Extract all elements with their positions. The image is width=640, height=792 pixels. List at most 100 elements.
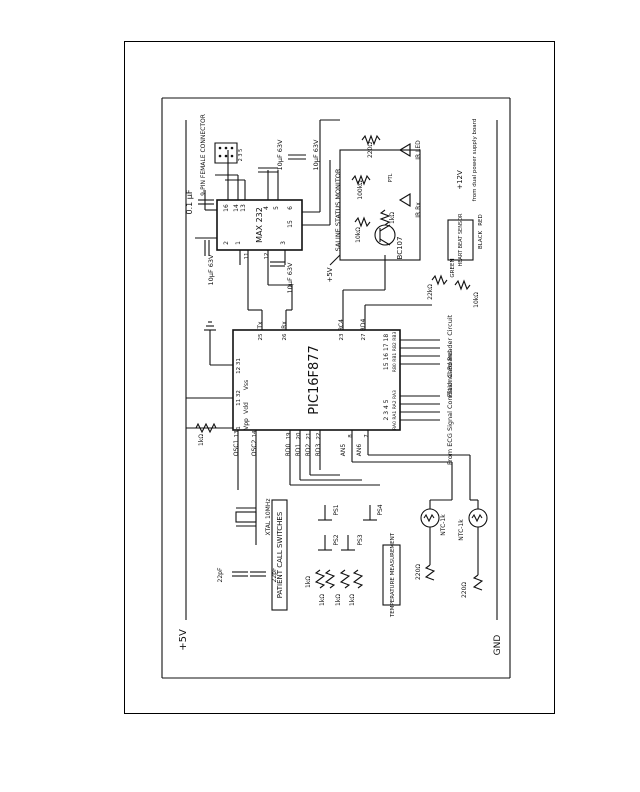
max232-wires (195, 119, 340, 265)
switch-ps2-label: PS2 (333, 534, 340, 545)
mcu-pin-vpp: Vpp (243, 418, 250, 430)
switch-ps1-label: PS1 (333, 504, 340, 515)
mcu-pin-11-32: 11 32 (236, 390, 242, 406)
supply-12v-note: from dual power supply board (472, 119, 478, 202)
ntc2-label: NTC-1k (458, 519, 465, 541)
mcu-pin-rd1: RD1 (295, 444, 302, 457)
heartbeat-label: HEART BEAT SENSOR (458, 213, 464, 267)
temperature-block: TEMPERATURE MEASUREMENT NTC-1k NTC-1k 22… (382, 499, 488, 618)
resistor-1k-q-label: 1kΩ (389, 212, 396, 224)
mcu-pin-tx: Tx (257, 321, 264, 330)
resistor-22k-label: 22kΩ (427, 284, 434, 300)
capacitor-01uf: 0.1 μF (185, 189, 214, 214)
led-label: IR LED (415, 140, 422, 160)
capacitor-22pf-a: 22pF (217, 567, 248, 582)
heartbeat-wire-green: GREEN (450, 258, 456, 277)
resistor-220-t1-label: 220Ω (415, 564, 422, 580)
mcu-pin-tx-num: 25 (258, 333, 264, 340)
mcu-pin-vss: Vss (243, 380, 250, 390)
mcu-chip: PIC16F877 Vss Vdd Vpp 12 31 11 32 1 Tx 2… (232, 319, 401, 457)
max232-pin-3: 3 (280, 241, 287, 245)
max232-pin-1: 1 (235, 241, 242, 245)
saline-monitor-label: SALINE STATUS MONITOR (334, 168, 342, 251)
switch-ps3: PS3 (341, 534, 364, 551)
transistor-label: BC107 (396, 237, 404, 260)
capacitor-10uf-d: 10μF 63V (288, 139, 320, 170)
max232-pin-4: 4 (263, 206, 270, 210)
db9-connector-pins: 2 3 5 (238, 149, 244, 162)
power-rails (161, 97, 511, 679)
mcu-pin-rd0: RD0 (285, 444, 292, 457)
mcu-pin-1: 1 (236, 426, 242, 430)
max232-pin-13: 13 (240, 204, 247, 212)
mcu-pin-ra-label: RA0 RA1 RA2 RA3 (392, 390, 398, 430)
db9-connector: 2 3 5 9-PIN FEMALE CONNECTOR (200, 114, 244, 196)
resistor-1k-mclr-label: 1kΩ (198, 434, 205, 446)
mcu-pin-rb-nums: 15 16 17 18 (383, 334, 390, 370)
mcu-pin-an5-num: 8 (348, 434, 354, 438)
note-ecg: From ECG Signal Conditional Board (446, 351, 454, 465)
mcu-pin-rd2-num: 21 (306, 433, 312, 440)
max232-part-label: MAX 232 (255, 207, 264, 243)
ntc1-label: NTC-1k (440, 514, 447, 536)
mcu-pin-rb-label: RB0 RB1 RB2 RB3 (392, 332, 398, 373)
heartbeat-sensor: HEART BEAT SENSOR RED GREEN BLACK 22kΩ 1… (427, 119, 484, 308)
capacitor-10uf-b-label: 10μF 63V (286, 262, 294, 293)
mcu-pin-an6-num: 7 (364, 434, 370, 438)
opto-label: PTL (388, 173, 394, 182)
crystal: XTAL 10MHz (235, 498, 272, 536)
capacitor-22pf-b-label: 22pF (271, 567, 278, 582)
mcu-pin-rd3-num: 22 (316, 433, 322, 440)
max232-pin-15: 15 (287, 220, 294, 228)
mcu-pin-rx-num: 26 (282, 333, 288, 340)
resistor-220-t2-label: 220Ω (461, 582, 468, 598)
switch-ps1: PS1 (318, 504, 340, 521)
heartbeat-wire-red: RED (478, 214, 484, 226)
switch-ps3-label: PS3 (357, 534, 364, 545)
ir-rx-label: IR Rx (415, 202, 422, 218)
mcu-part-label: PIC16F877 (307, 345, 322, 415)
capacitor-22pf-a-label: 22pF (217, 567, 224, 582)
mcu-pin-vdd: Vdd (243, 402, 250, 414)
crystal-label: XTAL 10MHz (265, 498, 272, 535)
resistor-1k-a-label: 1kΩ (305, 576, 312, 588)
mcu-pin-rd1-num: 20 (296, 432, 302, 439)
mcu-pin-12-31: 12 31 (236, 358, 242, 374)
mcu-pin-osc2: OSC2 (251, 440, 258, 457)
mcu-pin-rd2: RD2 (305, 444, 312, 457)
supply-5v-left: +5V (178, 629, 189, 651)
max232-pin-5: 5 (273, 206, 280, 210)
resistor-10k-q-label: 10kΩ (355, 227, 362, 243)
capacitor-10uf-d-label: 10μF 63V (312, 139, 320, 170)
max232-pin-12: 12 (264, 253, 270, 260)
mcu-pin-osc1-num: 13 (234, 430, 240, 437)
temperature-block-label: TEMPERATURE MEASUREMENT (390, 532, 396, 618)
resistor-1k-c-label: 1kΩ (335, 594, 342, 606)
mcu-pin-rc4-num: 23 (339, 333, 345, 340)
patient-call-switches: PATIENT CALL SWITCHES PS1 PS2 PS3 PS4 1k… (271, 499, 384, 611)
heartbeat-wire-black: BLACK (478, 231, 484, 249)
resistor-220-led-label: 220Ω (367, 142, 374, 158)
capacitor-10uf-b: 10μF 63V (270, 261, 294, 293)
max232-chip: MAX 232 16 2 1 3 13 14 4 5 15 6 11 12 (216, 199, 303, 260)
capacitor-10uf-c: 10μF 63V (258, 139, 284, 173)
capacitor-22pf-b: 22pF (250, 567, 278, 582)
mcu-pin-an5: AN5 (340, 444, 347, 457)
mcu-pin-osc1: OSC1 (233, 440, 240, 457)
resistor-100k-label: 100kΩ (357, 180, 364, 200)
note-flash: Flash Card Reader Circuit (446, 314, 454, 397)
capacitor-01uf-label: 0.1 μF (185, 189, 194, 214)
mcu-pin-ra-nums: 2 3 4 5 (383, 399, 390, 420)
switches-block-label: PATIENT CALL SWITCHES (276, 511, 284, 598)
switch-ps4: PS4 (363, 504, 384, 521)
mcu-pin-rd4: RD4 (360, 319, 367, 332)
max232-pin-16: 16 (223, 204, 230, 212)
max232-pin-2: 2 (223, 241, 230, 245)
mcu-pin-rx: Rx (281, 321, 288, 329)
switch-ps4-label: PS4 (377, 504, 384, 515)
capacitor-10uf-c-label: 10μF 63V (276, 139, 284, 170)
max232-pin-6: 6 (287, 206, 294, 210)
resistor-10k-s-label: 10kΩ (473, 292, 480, 308)
mcu-wires (186, 250, 471, 545)
